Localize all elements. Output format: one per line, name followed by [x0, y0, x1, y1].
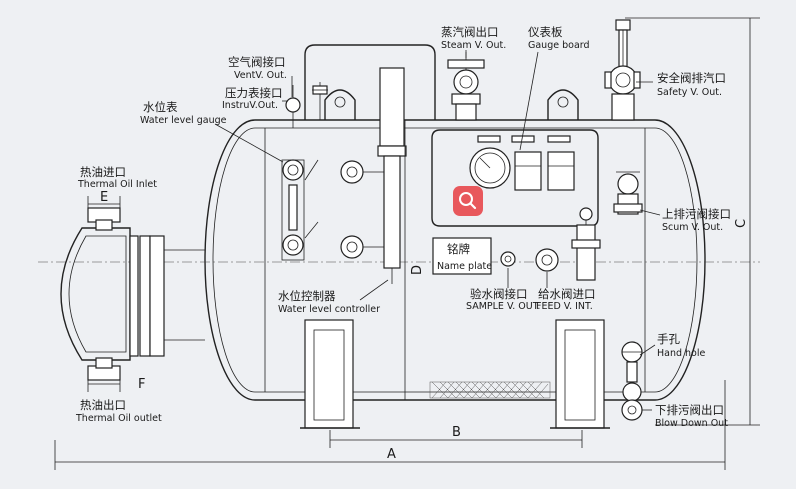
dimension-c-label: C: [734, 219, 749, 228]
label-water-gauge-en: Water level gauge: [140, 115, 227, 126]
label-water-gauge-cn: 水位表: [143, 100, 178, 114]
label-handhole-en: Hand hole: [657, 348, 706, 359]
steam-valve: [447, 50, 485, 121]
label-steam-en: Steam V. Out.: [441, 40, 506, 51]
vent-pressure-connections: [285, 82, 328, 128]
label-sample-cn: 验水阀接口: [470, 287, 528, 301]
steam-dome: [304, 44, 436, 120]
dimension-b-label: B: [452, 425, 461, 440]
label-thermal-outlet-cn: 热油出口: [80, 398, 126, 412]
label-thermal-outlet-en: Thermal Oil outlet: [75, 413, 162, 424]
label-steam-cn: 蒸汽阀出口: [441, 25, 499, 39]
lifting-lugs: [324, 89, 579, 120]
dimension-f-label: F: [138, 377, 145, 392]
label-scum-en: Scum V. Out.: [662, 222, 723, 233]
label-controller-cn: 水位控制器: [278, 289, 336, 303]
heat-exchanger: [60, 207, 205, 381]
label-vent-cn: 空气阀接口: [228, 55, 286, 69]
water-level-gauge: [281, 159, 319, 261]
label-handhole-cn: 手孔: [657, 332, 680, 346]
label-nameplate-en: Name plate: [437, 261, 492, 272]
leader-lines: [214, 51, 661, 411]
label-vent-en: VentV. Out.: [234, 70, 287, 81]
gauge-board: [431, 129, 599, 227]
dimension-a-label: A: [387, 447, 396, 462]
label-controller-en: Water level controller: [278, 304, 380, 315]
label-safety-cn: 安全阀排汽口: [657, 71, 726, 85]
label-blowdown-cn: 下排污阀出口: [655, 403, 724, 417]
safety-valve: [604, 19, 641, 121]
label-safety-en: Safety V. Out.: [657, 87, 722, 98]
label-thermal-inlet-cn: 热油进口: [80, 165, 126, 179]
feed-valve: [535, 207, 601, 281]
nameplate: [432, 237, 492, 275]
hand-hole-blowdown: [621, 341, 643, 421]
vessel-shell: [204, 119, 706, 401]
sample-valve: [500, 251, 516, 267]
dimension-e-label: E: [100, 190, 108, 205]
label-instru-cn: 压力表接口: [225, 86, 283, 100]
label-nameplate-cn: 铭牌: [447, 242, 470, 256]
label-blowdown-en: Blow Down Out: [655, 418, 728, 429]
scum-valve: [613, 171, 643, 215]
label-instru-en: InstruV.Out.: [222, 100, 278, 111]
label-gauge-board-en: Gauge board: [528, 40, 590, 51]
label-feed-en: FEED V. INT.: [536, 301, 593, 312]
label-gauge-board-cn: 仪表板: [528, 25, 563, 39]
dimension-lines: [54, 17, 760, 470]
label-scum-cn: 上排污阀接口: [662, 207, 731, 221]
dimension-d-label: D: [410, 265, 425, 275]
water-level-controller: [340, 67, 407, 284]
label-sample-en: SAMPLE V. OUT.: [466, 301, 540, 312]
magnifier-icon: [459, 192, 477, 210]
label-feed-cn: 给水阀进口: [538, 287, 596, 301]
saddle-supports: [300, 319, 610, 429]
zoom-button[interactable]: [453, 186, 483, 216]
label-thermal-inlet-en: Thermal Oil Inlet: [77, 179, 157, 190]
bottom-sediment-hatch: [429, 381, 551, 399]
